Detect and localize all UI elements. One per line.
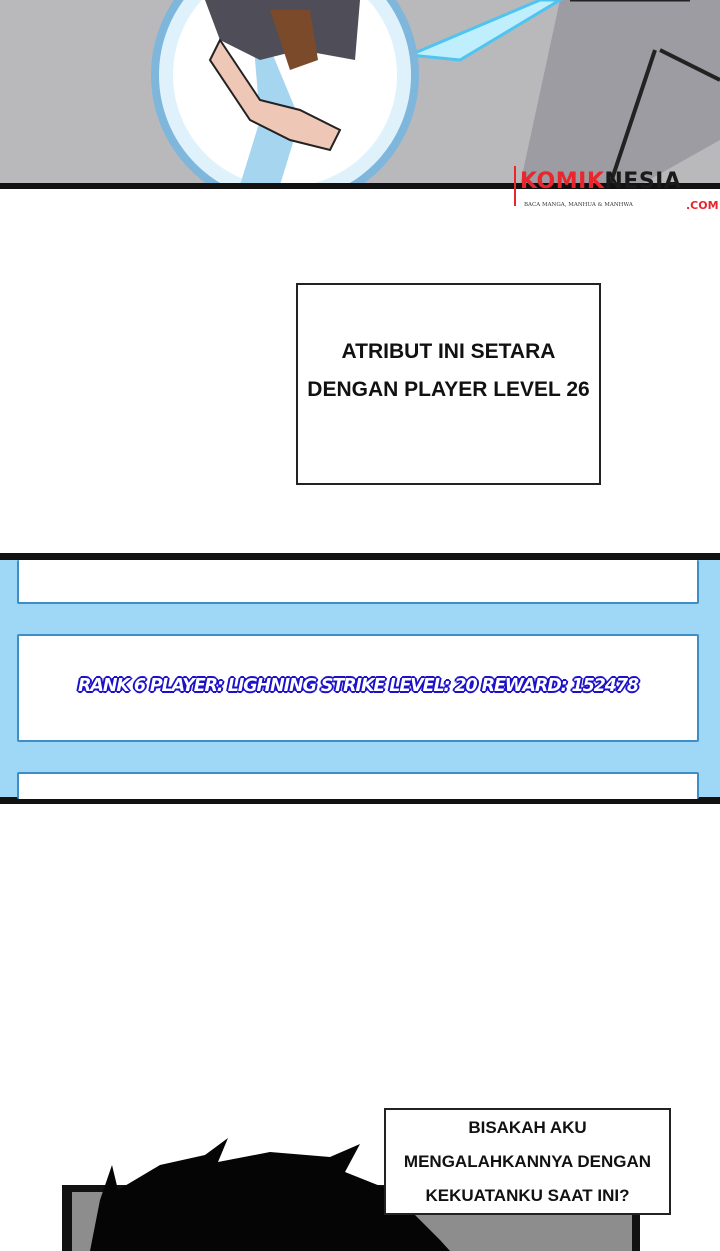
thought-box: BISAKAH AKU MENGALAHKANNYA DENGAN KEKUAT… (384, 1108, 671, 1215)
system-box-main (17, 634, 699, 742)
narration-line: ATRIBUT INI SETARA (341, 340, 556, 363)
logo-text-red: KOMIK (520, 169, 605, 194)
logo-tagline: BACA MANGA, MANHUA & MANHWA (524, 202, 633, 208)
panel-border (0, 553, 720, 560)
system-box-bottom (17, 772, 699, 799)
logo-text-black: NESIA (604, 169, 682, 194)
thought-line: KEKUATANKU SAAT INI? (425, 1185, 630, 1205)
logo-bar (514, 166, 516, 206)
panel-border (0, 797, 720, 804)
thought-line: MENGALAHKANNYA DENGAN (403, 1151, 652, 1171)
panel-border (0, 183, 720, 189)
narration-line: DENGAN PLAYER LEVEL 26 (307, 378, 590, 401)
silhouette-artwork (62, 1138, 640, 1251)
system-box-top (17, 560, 699, 604)
logo-domain: .COM (686, 199, 719, 212)
character-portal-artwork (151, 0, 720, 185)
system-message-text: RANK 6 PLAYER: LIGHNING STRIKE LEVEL: 20… (78, 676, 639, 696)
narration-box: ATRIBUT INI SETARA DENGAN PLAYER LEVEL 2… (296, 283, 601, 485)
thought-line: BISAKAH AKU (468, 1117, 587, 1137)
komiknesia-watermark-logo: KOMIKNESIA BACA MANGA, MANHUA & MANHWA .… (514, 166, 720, 214)
top-comic-panel (0, 0, 720, 185)
